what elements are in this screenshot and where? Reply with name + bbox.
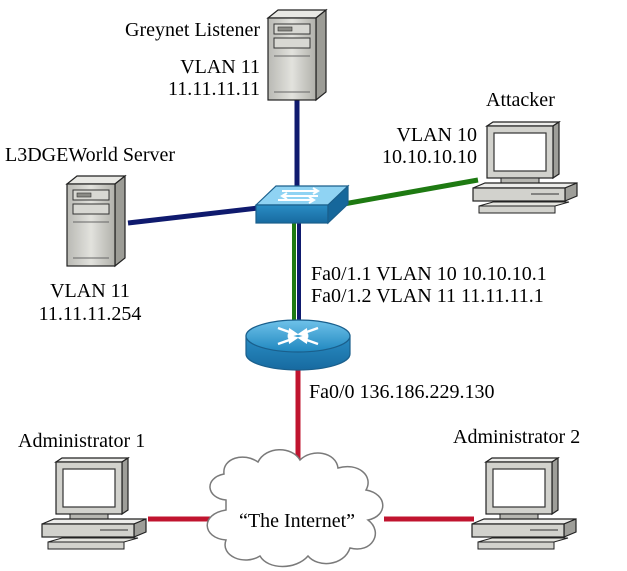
workstation-icon (41, 457, 147, 550)
internet-label: “The Internet” (239, 510, 355, 532)
admin1-name-label: Administrator 1 (18, 430, 145, 452)
router-icon (245, 319, 351, 371)
attacker-name-label: Attacker (486, 89, 555, 111)
workstation-icon (472, 121, 578, 214)
administrator-1-workstation[interactable] (41, 457, 147, 550)
administrator-2-workstation[interactable] (471, 457, 577, 550)
greynet-listener-server[interactable] (267, 9, 327, 101)
admin2-name-label: Administrator 2 (453, 426, 580, 448)
link-attacker-switch (337, 177, 479, 208)
cloud-icon (206, 449, 384, 568)
server-icon (66, 175, 126, 267)
l3dge-name-label: L3DGEWorld Server (5, 144, 175, 166)
link-l3dge-switch (127, 205, 259, 226)
router-subinterface-1-label: Fa0/1.1 VLAN 10 10.10.10.1 (311, 263, 547, 285)
attacker-vlan-label: VLAN 10 (396, 124, 477, 146)
greynet-name-label: Greynet Listener (125, 19, 260, 41)
network-router[interactable] (245, 319, 351, 371)
internet-cloud[interactable] (206, 449, 384, 568)
router-wan-label: Fa0/0 136.186.229.130 (309, 381, 495, 403)
l3dge-world-server[interactable] (66, 175, 126, 267)
l3dge-vlan-label: VLAN 11 (50, 280, 130, 302)
workstation-icon (471, 457, 577, 550)
attacker-workstation[interactable] (472, 121, 578, 214)
greynet-vlan-label: VLAN 11 (180, 56, 260, 78)
network-switch[interactable] (254, 184, 350, 225)
greynet-ip-label: 11.11.11.11 (168, 78, 260, 100)
attacker-ip-label: 10.10.10.10 (382, 146, 477, 168)
server-icon (267, 9, 327, 101)
router-subinterface-2-label: Fa0/1.2 VLAN 11 11.11.11.1 (311, 285, 544, 307)
l3dge-ip-label: 11.11.11.254 (39, 303, 142, 325)
switch-icon (254, 184, 350, 225)
